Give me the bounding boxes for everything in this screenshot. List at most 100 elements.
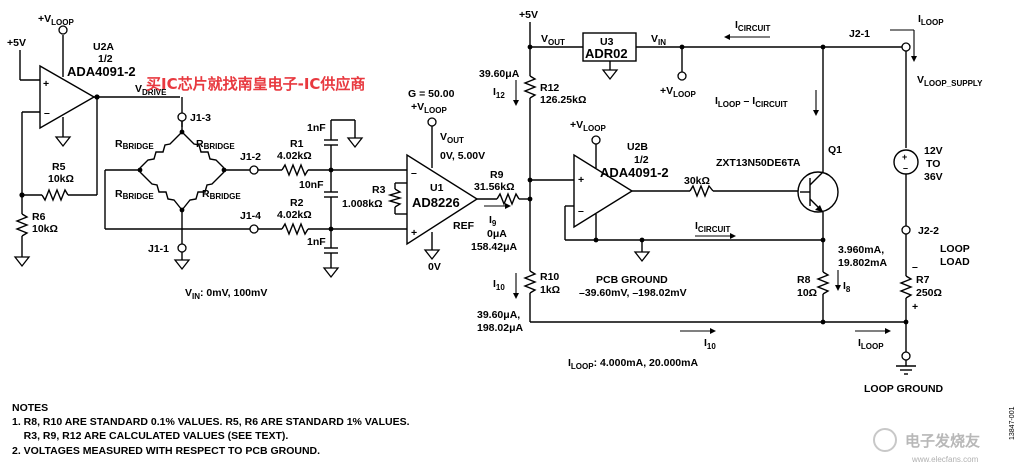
u2b-opamp-symbol	[573, 153, 634, 229]
loop-ground-label: LOOP GROUND	[864, 383, 944, 395]
u2b-vloop: +VLOOP	[570, 119, 606, 133]
watermark-corner-text: 电子发烧友	[905, 432, 980, 450]
i9-value-1: 0μA	[487, 228, 507, 240]
u2a-vloop-label: +VLOOP	[38, 13, 74, 27]
u2a-ref: U2A	[93, 41, 114, 53]
jack-j1-1: J1-1	[148, 243, 169, 255]
loop-load-line1: LOOP	[940, 243, 970, 255]
r12-current: 39.60μA	[479, 68, 520, 80]
r6-ref: R6	[32, 211, 46, 223]
u1-gnd: 0V	[428, 261, 441, 273]
r9-value: 31.56kΩ	[474, 181, 515, 193]
watermark-corner-url: www.elecfans.com	[911, 455, 979, 464]
u2a-opamp-symbol	[39, 64, 96, 130]
svg-text:–: –	[903, 163, 908, 173]
r7-value: 250Ω	[916, 287, 942, 299]
r3-value: 1.008kΩ	[342, 198, 383, 210]
cap-bot-value: 1nF	[307, 236, 326, 248]
cap-mid-value: 10nF	[299, 179, 324, 191]
loop-section: +5V VOUT U3 ADR02 VIN +VLOOP ICIRCUIT 39…	[477, 9, 983, 395]
svg-text:–: –	[44, 107, 50, 119]
jack-j2-1: J2-1	[849, 28, 870, 40]
u1-inamp-symbol	[406, 153, 479, 246]
i9-label: I9	[489, 214, 497, 228]
r12-value: 126.25kΩ	[540, 94, 586, 106]
jack-j1-4: J1-4	[240, 210, 261, 222]
u1-gain: G = 50.00	[408, 88, 455, 100]
notes-block: NOTES 1. R8, R10 ARE STANDARD 0.1% VALUES…	[12, 401, 410, 458]
svg-text:+: +	[902, 152, 907, 162]
notes-line-3: 2. VOLTAGES MEASURED WITH RESPECT TO PCB…	[12, 444, 321, 457]
svg-text:–: –	[912, 261, 918, 273]
u3-vloop-label: +VLOOP	[660, 85, 696, 99]
iloop-total-range: ILOOP: 4.000mA, 20.000mA	[568, 357, 698, 371]
svg-text:–: –	[578, 205, 584, 217]
u2a-half: 1/2	[98, 53, 113, 65]
rbridge-label-3: RBRIDGE	[115, 188, 154, 201]
supply-to: TO	[926, 158, 940, 170]
q1-ref: Q1	[828, 144, 842, 156]
u2a-section: +5V + – +VLOOP U2A 1/2 ADA4091-2 VDRIVE …	[7, 13, 180, 268]
i12-label: I12	[493, 86, 505, 100]
r-base-value: 30kΩ	[684, 175, 710, 187]
u1-ref: U1	[430, 182, 444, 194]
svg-text:+: +	[411, 227, 417, 239]
r8-current-1: 3.960mA,	[838, 244, 884, 256]
cap-top-value: 1nF	[307, 122, 326, 134]
supply-v2: 36V	[924, 171, 943, 183]
u3-vout-label: VOUT	[541, 33, 565, 47]
rbridge-label-1: RBRIDGE	[115, 138, 154, 151]
r9-ref: R9	[490, 169, 504, 181]
u1-ref-pin: REF	[453, 220, 475, 232]
loop-load-line2: LOAD	[940, 256, 970, 268]
icircuit-mid-label: ICIRCUIT	[695, 220, 730, 234]
r5-value: 10kΩ	[48, 173, 74, 185]
q1-part: ZXT13N50DE6TA	[716, 157, 801, 169]
svg-text:+: +	[912, 301, 918, 313]
icircuit-top-label: ICIRCUIT	[735, 19, 770, 33]
rbridge-label-2: RBRIDGE	[196, 138, 235, 151]
jack-j1-2: J1-2	[240, 151, 261, 163]
i9-value-2: 158.42μA	[471, 241, 518, 253]
jack-j1-3: J1-3	[190, 112, 211, 124]
iloop-minus-icircuit: ILOOP – ICIRCUIT	[715, 95, 788, 109]
pcb-ground-values: –39.60mV, –198.02mV	[579, 287, 687, 299]
r3-ref: R3	[372, 184, 386, 196]
iloop-bottom-label: ILOOP	[858, 337, 884, 351]
r10-value: 1kΩ	[540, 284, 560, 296]
supply-5v-left-label: +5V	[7, 37, 26, 49]
svg-text:+: +	[578, 174, 584, 186]
u1-vout-range: 0V, 5.00V	[440, 150, 485, 162]
r8-current-2: 19.802mA	[838, 257, 887, 269]
svg-text:+: +	[43, 78, 49, 90]
vdrive-label: VDRIVE	[135, 83, 167, 97]
u2a-part: ADA4091-2	[67, 64, 136, 79]
r8-ref: R8	[797, 274, 811, 286]
notes-line-1: 1. R8, R10 ARE STANDARD 0.1% VALUES. R5,…	[12, 416, 410, 429]
notes-title: NOTES	[12, 402, 49, 414]
r10-current-2: 198.02μA	[477, 322, 524, 334]
figure-id: 13847-001	[1009, 406, 1016, 440]
r2-value: 4.02kΩ	[277, 209, 312, 221]
vloop-supply-label: VLOOP_SUPPLY	[917, 74, 983, 88]
r2-ref: R2	[290, 197, 304, 209]
u1-vout: VOUT	[440, 131, 464, 145]
supply-v1: 12V	[924, 145, 943, 157]
u3-ref: U3	[600, 36, 614, 48]
watermark-center: 买IC芯片就找南皇电子-IC供应商	[146, 75, 365, 93]
vin-range: VIN: 0mV, 100mV	[185, 287, 267, 301]
u3-vin-label: VIN	[651, 33, 666, 47]
rbridge-label-4: RBRIDGE	[202, 188, 241, 201]
r12-ref: R12	[540, 82, 559, 94]
input-filter: R1 4.02kΩ R2 4.02kΩ 1nF 10nF 1nF	[258, 119, 420, 279]
r7-ref: R7	[916, 274, 930, 286]
u2b-ref: U2B	[627, 141, 648, 153]
r10-ref: R10	[540, 271, 559, 283]
r5-ref: R5	[52, 161, 66, 173]
iloop-top-label: ILOOP	[918, 13, 944, 27]
r6-value: 10kΩ	[32, 223, 58, 235]
jack-j2-2: J2-2	[918, 225, 939, 237]
i8-label: I8	[843, 280, 851, 294]
supply-5v-right-label: +5V	[519, 9, 538, 21]
